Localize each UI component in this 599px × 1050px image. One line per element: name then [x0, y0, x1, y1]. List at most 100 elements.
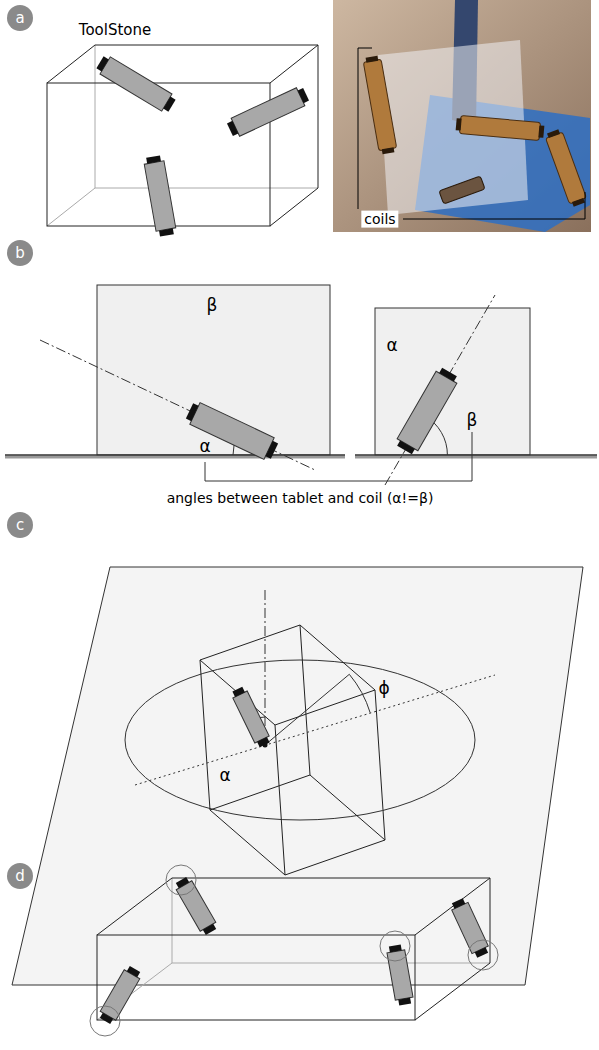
coil — [230, 686, 272, 749]
coil-cap — [475, 947, 488, 958]
cube-edge — [200, 660, 210, 810]
coil-cap — [159, 228, 174, 236]
coil — [449, 897, 491, 959]
coil-body — [452, 902, 489, 953]
angle-label: β — [207, 295, 218, 315]
angle-label: ϕ — [378, 678, 389, 698]
coil-cap — [232, 687, 245, 697]
figure-title: ToolStone — [79, 21, 151, 39]
coil-cap — [265, 441, 278, 459]
coil — [173, 876, 219, 937]
coil-cap — [298, 88, 309, 103]
tablet-plane — [12, 567, 583, 985]
panel-letter-text: d — [15, 868, 25, 885]
coil-cap — [227, 121, 238, 136]
coil-cap — [257, 737, 270, 747]
coil-cap — [452, 898, 465, 909]
panel-b-left — [5, 285, 345, 470]
photo-coil-cap — [538, 125, 544, 137]
pivot-dot — [263, 743, 268, 748]
cube-edge — [300, 625, 310, 775]
photo-coil-body — [439, 176, 485, 204]
coil-body — [233, 691, 269, 743]
cube-edge — [275, 725, 285, 875]
contact-marker — [380, 931, 410, 961]
photo-coil — [363, 55, 398, 155]
cube-edge — [318, 45, 319, 188]
photo-coil — [439, 176, 485, 204]
cube-edge — [375, 690, 385, 840]
photo-coil — [455, 115, 544, 141]
photo-coil-body — [363, 59, 396, 151]
cube-edge — [490, 878, 491, 963]
coil — [95, 54, 177, 114]
reference-line — [135, 675, 495, 785]
panel-letter-text: b — [15, 245, 25, 262]
coil-cap — [127, 966, 140, 977]
coil — [394, 366, 460, 456]
cube-edge — [47, 45, 95, 83]
tablet-shadow — [355, 456, 597, 459]
coil-cap — [176, 877, 189, 888]
toolstone-photo — [333, 0, 591, 232]
coil-cap — [203, 924, 216, 935]
coil-body — [100, 57, 172, 111]
photo-coil — [544, 128, 588, 207]
cube-edge — [415, 963, 490, 1020]
coil-cap — [439, 368, 457, 382]
panel-letter: d — [7, 863, 33, 889]
cube-edge — [270, 188, 318, 226]
cube-bottom — [210, 775, 385, 875]
tablet-surface — [5, 454, 345, 456]
coil-cap — [397, 441, 415, 455]
coil-cap — [186, 403, 199, 421]
toolstone-side — [375, 308, 530, 455]
cube-edge — [95, 45, 318, 46]
coil-body — [397, 371, 457, 451]
hidden-edge — [47, 188, 95, 226]
hidden-edge — [95, 45, 96, 188]
normal-axis — [265, 590, 266, 745]
hidden-edge — [172, 878, 173, 963]
coil-cap — [146, 155, 161, 163]
coil — [386, 944, 414, 1006]
contact-marker — [166, 865, 196, 895]
photo-coil-cap — [366, 56, 379, 63]
hidden-edge — [97, 963, 172, 1020]
coil-cap — [389, 944, 402, 952]
cube-edge — [270, 45, 318, 83]
coil-body — [176, 881, 216, 932]
photo-coil-cap — [382, 147, 395, 154]
coil-body — [190, 403, 274, 460]
hidden-edge — [172, 963, 490, 964]
coil-cap — [100, 1013, 113, 1024]
coil-body — [144, 161, 176, 231]
angle-arc — [349, 674, 370, 713]
projection-line — [265, 674, 349, 745]
tilted-cube — [200, 625, 385, 875]
cube-front-face — [97, 935, 415, 1020]
cube-edge — [172, 878, 490, 879]
rotation-ellipse — [125, 660, 475, 820]
photo-coil-cap — [572, 198, 585, 207]
tablet-surface — [355, 454, 597, 456]
coil-axis — [40, 340, 315, 470]
leader-line — [403, 192, 585, 219]
coil-body — [387, 950, 413, 1000]
angle-label: α — [386, 335, 397, 355]
coil — [143, 155, 177, 237]
panel-b-right — [355, 295, 597, 485]
photo-coil-body — [546, 132, 587, 204]
part-label: coils — [361, 211, 398, 228]
angle-label: α — [199, 436, 210, 456]
photo-coil-body — [459, 116, 540, 141]
panel-letter: a — [7, 5, 33, 31]
coil — [97, 965, 143, 1026]
coil-body — [100, 970, 140, 1021]
angle-label: β — [467, 410, 478, 430]
leader-line — [358, 48, 372, 209]
panel-c — [12, 567, 583, 985]
